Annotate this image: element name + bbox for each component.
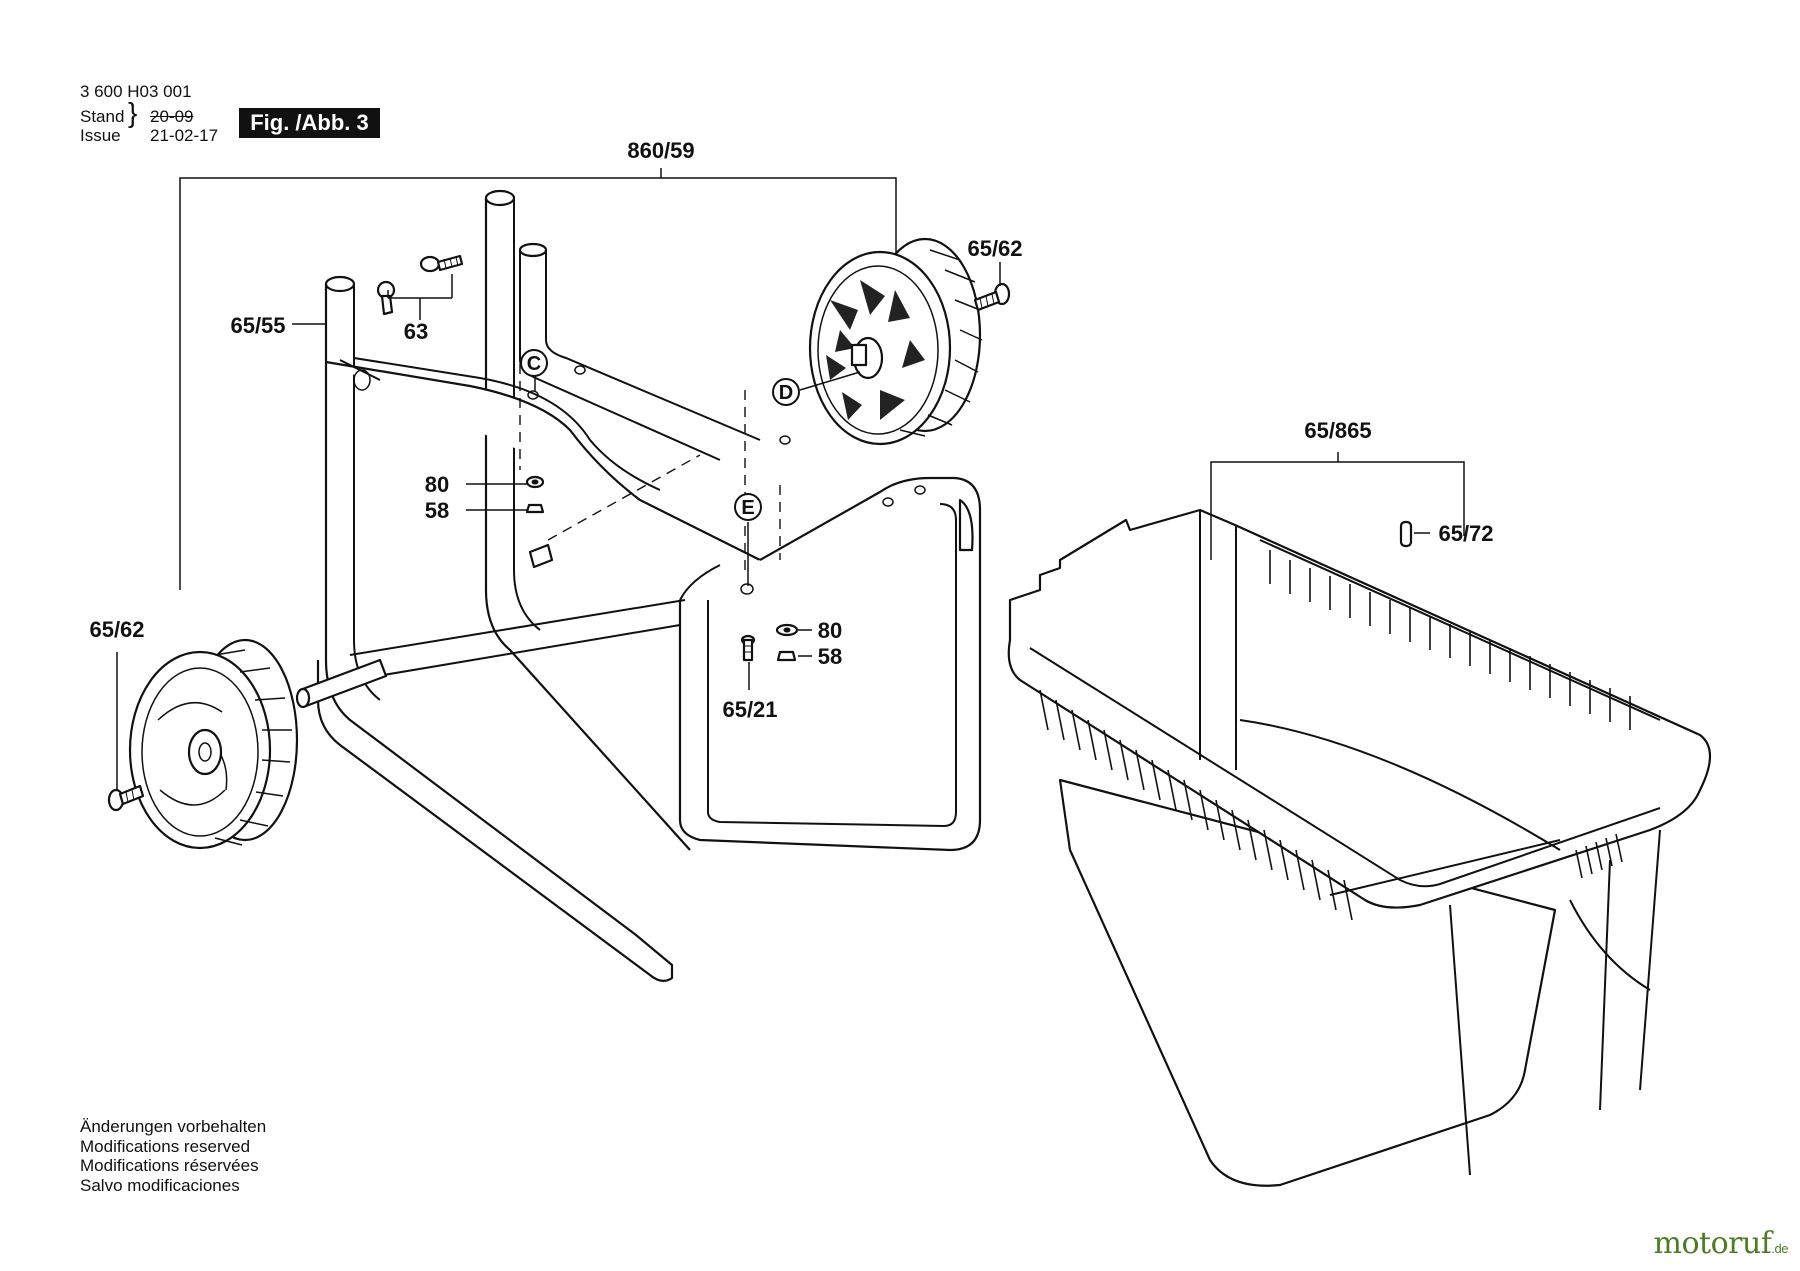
note-de: Änderungen vorbehalten (80, 1117, 267, 1136)
brand-watermark: motoruf.de (1653, 1226, 1789, 1261)
marker-e: E (734, 493, 762, 521)
screw-right-wheel (973, 282, 1011, 312)
label-pin: 65/72 (1438, 521, 1493, 546)
brand-suffix: .de (1771, 1241, 1788, 1256)
left-wheel (128, 638, 299, 850)
modification-notes: Änderungen vorbehalten Modifications res… (80, 1117, 266, 1195)
frame-bracket-line (179, 177, 897, 590)
label-screw-left: 65/55 (230, 313, 285, 338)
pin (1399, 520, 1413, 548)
note-en: Modifications reserved (80, 1136, 251, 1156)
issue-date: 21-02-17 (150, 126, 219, 145)
label-bolt: 65/21 (722, 697, 777, 722)
note-fr: Modifications réservées (80, 1156, 259, 1175)
washer-nut-upper (525, 475, 545, 514)
old-date: 20-09 (150, 107, 194, 126)
label-left-wheel-screw: 65/62 (89, 617, 144, 642)
brand-name: motoruf (1653, 1226, 1772, 1261)
label-frame: 860/59 (627, 138, 694, 163)
label-right-wheel-screw: 65/62 (967, 236, 1022, 261)
label-nut-lower: 58 (818, 644, 842, 669)
doc-number: 3 600 H03 001 (80, 82, 192, 101)
label-bag: 65/865 (1304, 418, 1371, 443)
screw-pair (376, 254, 464, 316)
svg-text:C: C (527, 353, 541, 375)
figure-label: Fig. /Abb. 3 (239, 108, 380, 138)
svg-text:E: E (741, 497, 754, 519)
note-es: Salvo modificaciones (80, 1175, 240, 1195)
washer-nut-lower (775, 623, 799, 662)
bolt (740, 634, 756, 662)
label-nut-upper: 58 (425, 498, 449, 523)
collection-bag (1007, 508, 1711, 1187)
label-washer-lower: 80 (818, 618, 842, 643)
brace-icon: } (128, 97, 138, 128)
leader-lines (116, 262, 1430, 790)
label-washer-upper: 80 (425, 472, 449, 497)
marker-d: D (772, 378, 800, 406)
marker-c: C (520, 349, 548, 377)
label-screw-pair: 63 (404, 319, 428, 344)
right-wheel (808, 237, 983, 446)
issue-label: Issue (80, 126, 121, 145)
svg-text:D: D (779, 382, 793, 404)
screw-left-wheel (107, 784, 145, 812)
stand-label: Stand (80, 107, 125, 126)
